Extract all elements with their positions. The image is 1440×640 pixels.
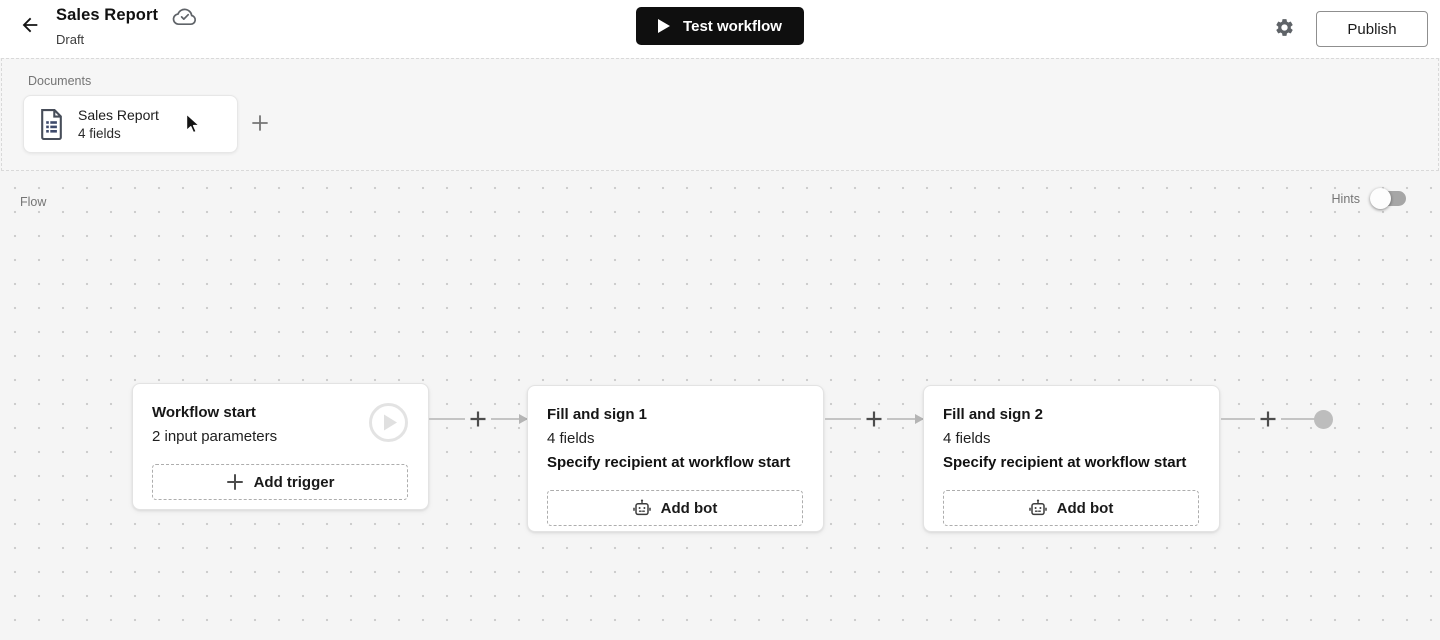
document-card-fields: 4 fields bbox=[78, 126, 121, 141]
connector-3 bbox=[1221, 407, 1333, 431]
robot-icon bbox=[632, 499, 651, 517]
connector-1 bbox=[429, 407, 528, 431]
document-card[interactable]: Sales Report 4 fields bbox=[23, 95, 238, 153]
play-icon bbox=[658, 19, 671, 33]
top-bar-actions: Publish bbox=[1272, 0, 1428, 58]
connector-arrow bbox=[887, 414, 924, 424]
add-document-button[interactable] bbox=[248, 112, 272, 136]
top-bar: Sales Report Draft Test workflow bbox=[0, 0, 1440, 58]
flow-end-dot bbox=[1314, 409, 1333, 429]
test-workflow-label: Test workflow bbox=[683, 17, 782, 35]
flow-canvas: Flow Hints Workflow start 2 input parame… bbox=[0, 171, 1440, 640]
robot-icon bbox=[1028, 499, 1047, 517]
node-fill-and-sign-2[interactable]: Fill and sign 2 4 fields Specify recipie… bbox=[923, 385, 1220, 532]
hints-control: Hints bbox=[1331, 188, 1406, 209]
node-fill-and-sign-1[interactable]: Fill and sign 1 4 fields Specify recipie… bbox=[527, 385, 824, 532]
cloud-saved-icon bbox=[172, 7, 198, 26]
connector-line bbox=[1221, 418, 1255, 420]
plus-icon bbox=[865, 410, 883, 428]
status-label: Draft bbox=[56, 32, 85, 47]
connector-line bbox=[1281, 418, 1315, 420]
node-subtitle: 4 fields bbox=[547, 430, 595, 447]
add-bot-button-1[interactable]: Add bot bbox=[547, 490, 803, 526]
test-workflow-button[interactable]: Test workflow bbox=[636, 7, 804, 45]
publish-button[interactable]: Publish bbox=[1316, 11, 1428, 47]
hints-toggle[interactable] bbox=[1370, 188, 1406, 209]
flow-section-label: Flow bbox=[20, 195, 47, 209]
node-title: Fill and sign 1 bbox=[547, 406, 648, 423]
settings-button[interactable] bbox=[1272, 17, 1296, 41]
document-icon bbox=[38, 108, 65, 141]
node-title: Workflow start bbox=[152, 404, 256, 421]
toggle-knob bbox=[1370, 188, 1391, 209]
node-workflow-start[interactable]: Workflow start 2 input parameters Add tr… bbox=[132, 383, 429, 510]
documents-section-label: Documents bbox=[28, 74, 92, 88]
connector-2 bbox=[825, 407, 924, 431]
node-title: Fill and sign 2 bbox=[943, 406, 1044, 423]
documents-panel: Documents Sales Report 4 fields bbox=[1, 58, 1439, 171]
hints-label: Hints bbox=[1331, 191, 1360, 206]
add-step-button-1[interactable] bbox=[465, 410, 491, 428]
plus-icon bbox=[1259, 410, 1277, 428]
title-block: Sales Report Draft bbox=[56, 5, 198, 47]
add-step-button-2[interactable] bbox=[861, 410, 887, 428]
add-trigger-label: Add trigger bbox=[253, 473, 335, 491]
document-card-title: Sales Report bbox=[78, 107, 159, 123]
play-circle-icon bbox=[368, 402, 409, 448]
plus-icon bbox=[469, 410, 487, 428]
add-bot-label: Add bot bbox=[1056, 499, 1114, 517]
connector-line bbox=[825, 418, 861, 420]
node-subtitle: 4 fields bbox=[943, 430, 991, 447]
connector-arrow bbox=[491, 414, 528, 424]
back-button[interactable] bbox=[18, 14, 42, 38]
plus-icon bbox=[226, 473, 244, 491]
gear-icon bbox=[1274, 17, 1295, 41]
add-step-button-3[interactable] bbox=[1255, 410, 1281, 428]
add-bot-button-2[interactable]: Add bot bbox=[943, 490, 1199, 526]
add-trigger-button[interactable]: Add trigger bbox=[152, 464, 408, 500]
plus-icon bbox=[250, 113, 270, 136]
node-recipient-note: Specify recipient at workflow start bbox=[547, 454, 791, 471]
node-subtitle: 2 input parameters bbox=[152, 428, 278, 445]
arrow-left-icon bbox=[19, 14, 41, 39]
page-title: Sales Report bbox=[56, 6, 159, 24]
node-recipient-note: Specify recipient at workflow start bbox=[943, 454, 1187, 471]
add-bot-label: Add bot bbox=[660, 499, 718, 517]
connector-line bbox=[429, 418, 465, 420]
